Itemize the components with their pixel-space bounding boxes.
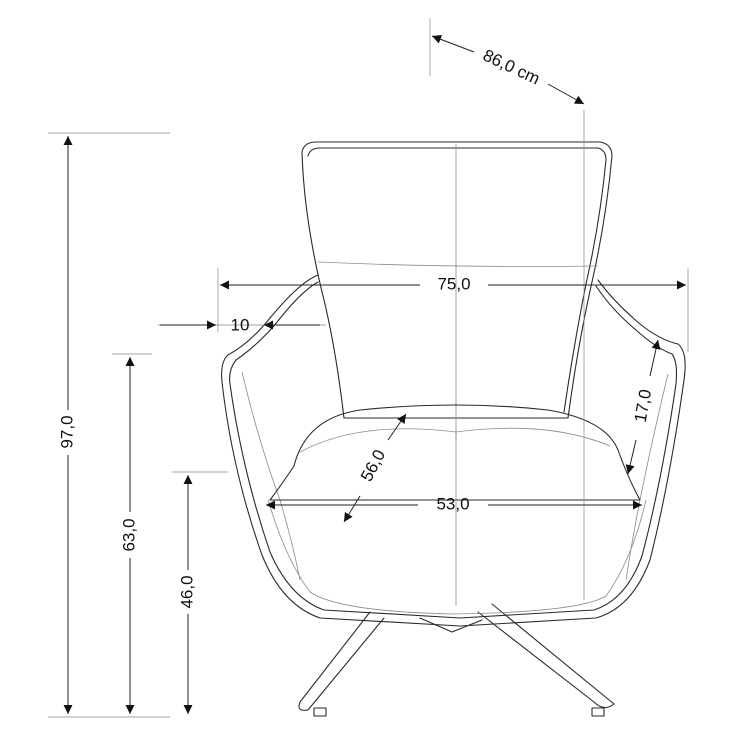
chair-leg-center xyxy=(419,617,483,633)
label-total-height: 97,0 xyxy=(57,415,76,448)
chair-foot-right xyxy=(591,707,605,717)
dim-width: 75,0 xyxy=(220,274,686,293)
dim-total-height: 97,0 xyxy=(57,136,76,714)
dim-seat-width: 53,0 xyxy=(266,494,642,513)
chair-seat-cushion xyxy=(269,404,641,501)
dim-seat-height: 46,0 xyxy=(177,475,196,714)
dim-armrest-height: 63,0 xyxy=(119,357,138,714)
label-width: 75,0 xyxy=(437,274,470,293)
chair-shell-outer xyxy=(221,274,686,627)
dim-armrest-width: 10 xyxy=(160,315,320,334)
chair-backrest-inner xyxy=(307,147,607,413)
label-seat-width: 53,0 xyxy=(436,494,469,513)
chair-backrest xyxy=(301,141,613,419)
chair-shell-inner xyxy=(229,281,678,619)
label-armrest-height: 63,0 xyxy=(119,518,138,551)
label-depth: 86,0 cm xyxy=(480,46,543,89)
dim-armrest-depth: 17,0 xyxy=(625,339,661,475)
chair-foot-left xyxy=(313,707,327,717)
label-seat-height: 46,0 xyxy=(177,575,196,608)
label-seat-depth: 56,0 xyxy=(357,446,389,484)
chair-leg-right xyxy=(477,603,615,709)
chair-outline xyxy=(221,141,686,717)
label-armrest-width: 10 xyxy=(231,315,250,334)
label-armrest-depth: 17,0 xyxy=(631,388,655,424)
chair-leg-left xyxy=(298,611,385,711)
dim-depth: 86,0 cm xyxy=(431,34,585,105)
